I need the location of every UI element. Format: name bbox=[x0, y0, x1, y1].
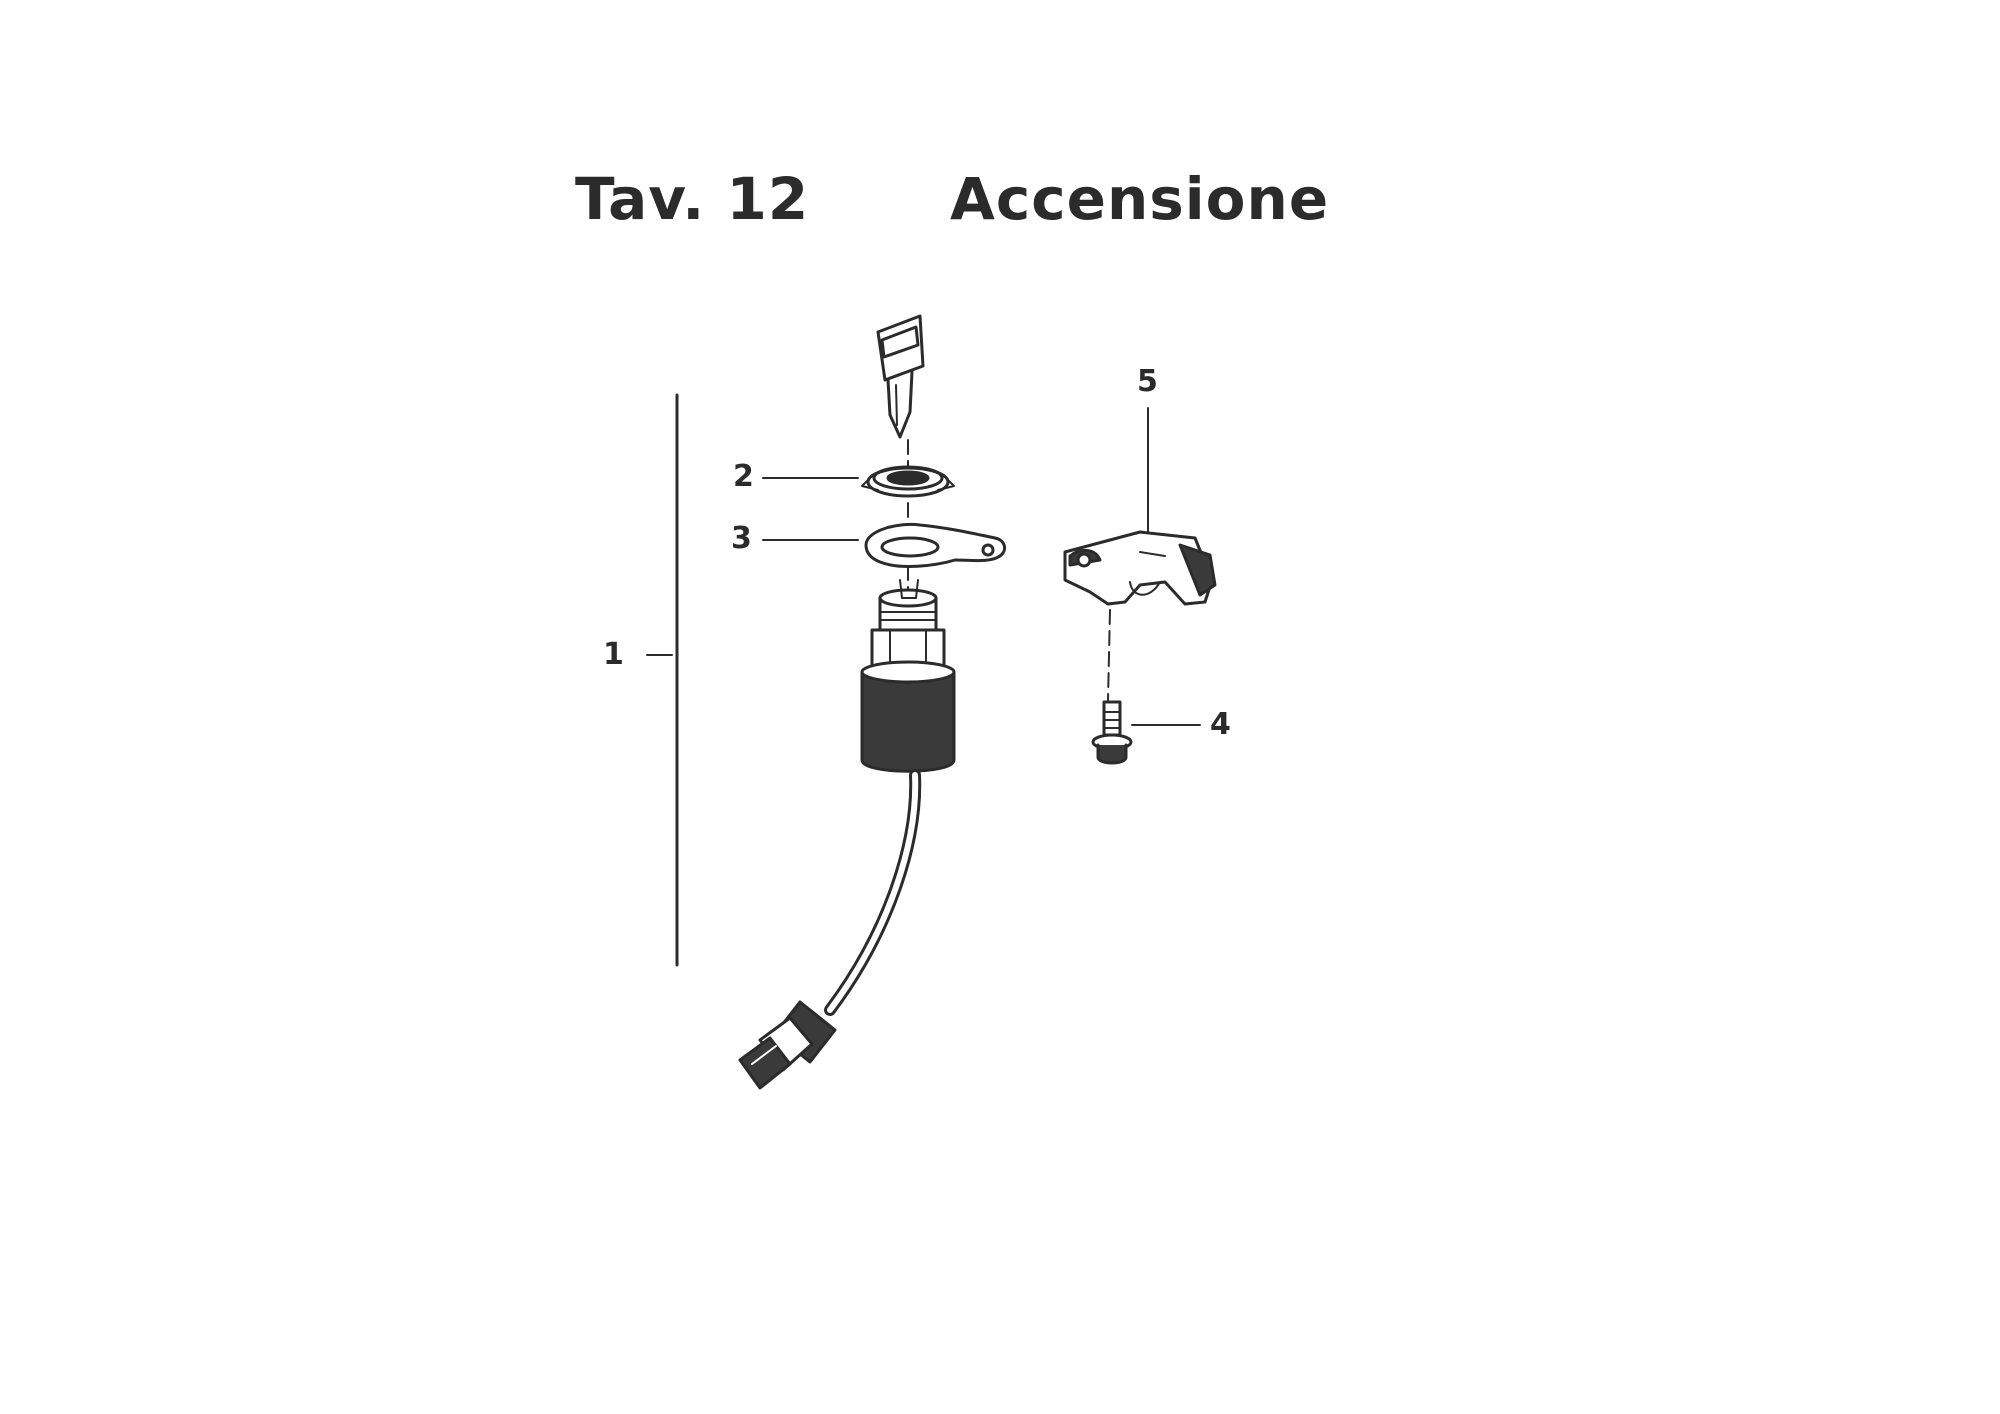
callout-2: 2 bbox=[733, 459, 754, 494]
switch-cable bbox=[824, 769, 922, 1016]
plate-name-title: Accensione bbox=[950, 165, 1330, 233]
lock-ring-part-2 bbox=[861, 465, 955, 498]
plate-number-title: Tav. 12 bbox=[575, 165, 810, 233]
callout-1: 1 bbox=[603, 637, 624, 672]
screw-part-4 bbox=[1091, 700, 1133, 765]
callout-5: 5 bbox=[1137, 364, 1158, 399]
callout-4: 4 bbox=[1210, 707, 1231, 742]
ignition-switch-body bbox=[860, 579, 956, 773]
ignition-key bbox=[876, 314, 925, 439]
washer-plate-part-3 bbox=[864, 522, 1007, 568]
cable-connector bbox=[738, 1000, 837, 1090]
callout-3: 3 bbox=[731, 521, 752, 556]
screw-axis-dashed bbox=[1107, 609, 1111, 701]
handlebar-clamp-part-5 bbox=[1063, 530, 1217, 606]
